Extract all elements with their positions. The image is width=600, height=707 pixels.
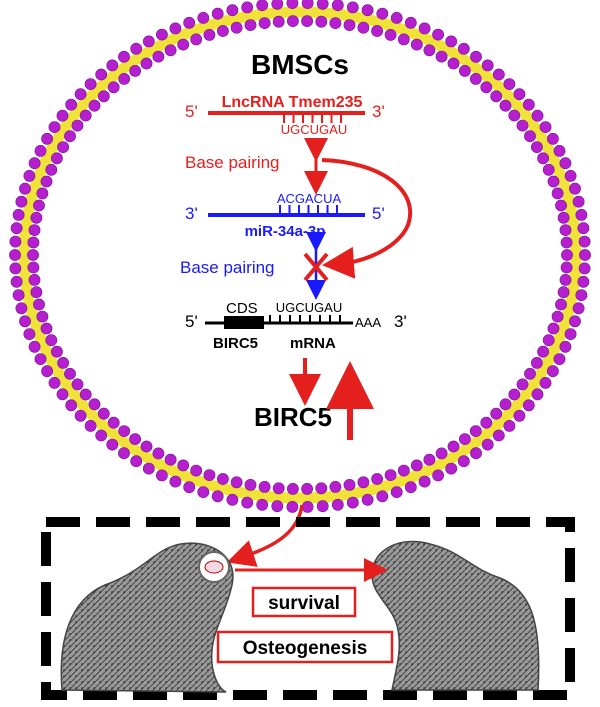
mirna-seed: ACGACUA [277,191,342,206]
mirna-base-ticks [279,205,338,215]
mirna-strand: 3' ACGACUA 5' miR-34a-3p [185,191,385,240]
mrna-type: mRNA [290,335,336,352]
osteogenesis-box [216,630,394,664]
cell-membrane [9,0,591,513]
mirna-5prime: 5' [372,204,385,223]
femur-right [371,540,540,691]
mrna-3prime: 3' [394,312,407,331]
mirna-name: miR-34a-3p [245,223,326,240]
lncrna-5prime: 5' [185,102,198,121]
mrna-seed: UGCUGAU [276,300,342,315]
mrna-polya: AAA [355,315,381,330]
mrna-cds-label: CDS [226,300,258,317]
femur-left [60,542,234,693]
inhibition-curved-arrow [321,158,412,279]
base-pairing-label-1: Base pairing [185,153,280,172]
lncrna-name: LncRNA Tmem235 [222,94,363,111]
cell-label: BMSCs [251,49,349,80]
mrna-5prime: 5' [185,312,198,331]
osteogenesis-label: Osteogenesis [243,638,368,659]
cell-to-bone-arrow [226,504,304,567]
base-pairing-label-2: Base pairing [180,258,275,277]
lncrna-seed: UGCUGAU [281,122,347,137]
mirna-3prime: 3' [185,204,198,223]
survival-label: survival [268,593,340,614]
mrna-strand: CDS UGCUGAU 5' AAA 3' BIRC5 mRNA [185,300,407,352]
birc5-protein: BIRC5 [254,402,332,432]
block-x-mark [303,252,329,282]
lncrna-3prime: 3' [372,102,385,121]
bone-panel-dashed-box [41,517,575,700]
lncrna-base-ticks [283,113,342,123]
lncrna-strand: 5' LncRNA Tmem235 3' UGCUGAU [185,94,385,137]
mrna-cds-box [224,316,264,329]
mrna-base-ticks [269,315,341,323]
mrna-gene: BIRC5 [213,335,258,352]
survival-box [251,586,357,618]
